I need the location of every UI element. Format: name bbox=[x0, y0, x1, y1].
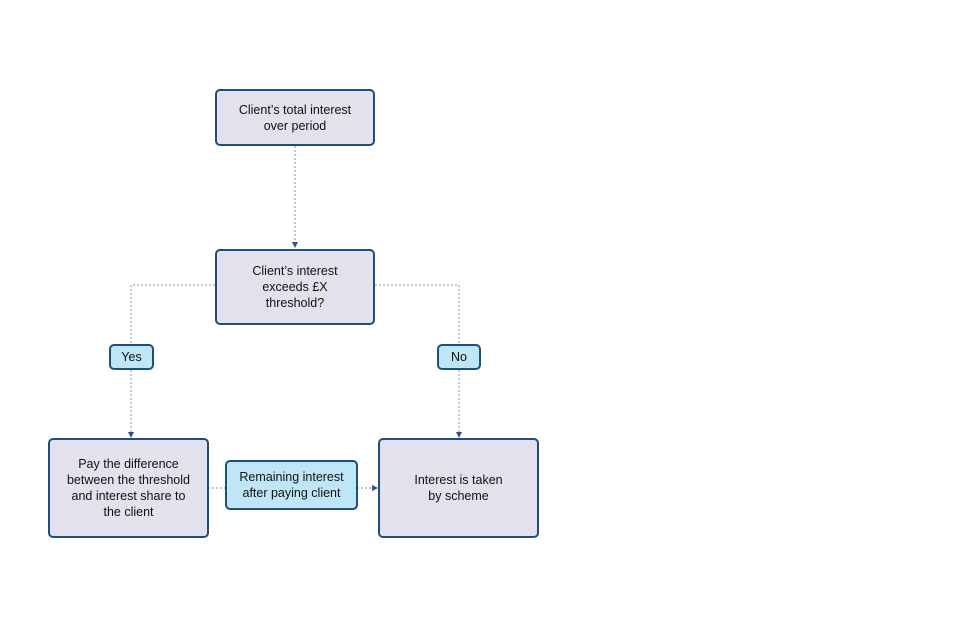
pay-client-node-text: Pay the difference between the threshold… bbox=[66, 457, 190, 519]
decision-node: Client’s interest exceeds £X threshold? bbox=[215, 249, 375, 325]
yes-label: Yes bbox=[109, 344, 154, 370]
start-node-text: Client’s total interest over period bbox=[238, 102, 352, 133]
taken-by-scheme-node: Interest is taken by scheme bbox=[378, 438, 539, 538]
taken-by-scheme-node-text: Interest is taken by scheme bbox=[414, 473, 503, 503]
yes-label-text: Yes bbox=[121, 350, 142, 364]
pay-client-node: Pay the difference between the threshold… bbox=[48, 438, 209, 538]
start-node: Client’s total interest over period bbox=[215, 89, 375, 146]
no-label-text: No bbox=[451, 350, 467, 364]
connector-decision-to-yes bbox=[130, 284, 215, 344]
remaining-interest-label-text: Remaining interest after paying client bbox=[239, 470, 344, 500]
remaining-interest-label: Remaining interest after paying client bbox=[225, 460, 358, 510]
connector-decision-to-no bbox=[375, 284, 460, 344]
no-label: No bbox=[437, 344, 481, 370]
decision-node-text: Client’s interest exceeds £X threshold? bbox=[252, 264, 338, 310]
